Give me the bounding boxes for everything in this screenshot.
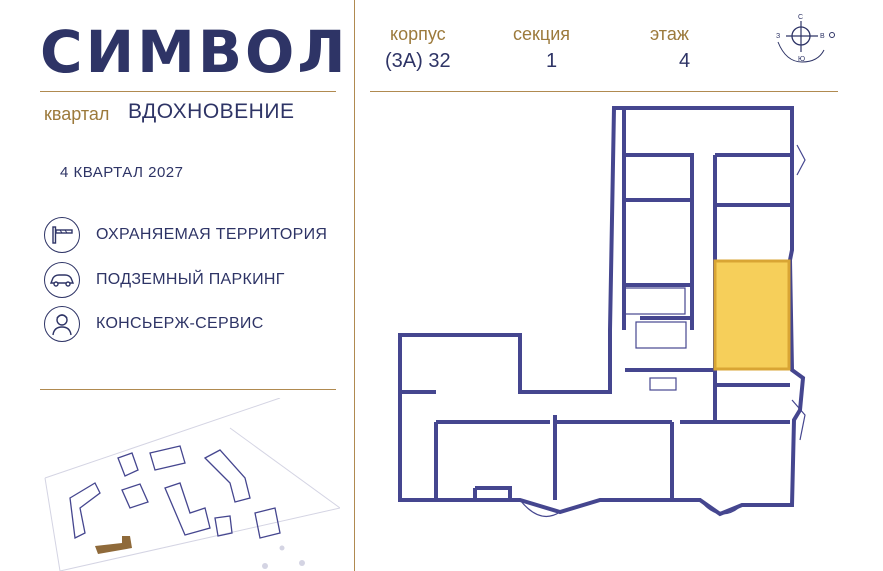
building-value: (3А) 32 bbox=[385, 50, 451, 72]
building-label: корпус bbox=[390, 24, 446, 44]
site-map bbox=[44, 398, 340, 571]
barrier-icon bbox=[44, 217, 80, 253]
current-building-marker bbox=[95, 536, 132, 554]
quarter-name: ВДОХНОВЕНИЕ bbox=[128, 100, 295, 123]
feature-label: КОНСЬЕРЖ-СЕРВИС bbox=[96, 315, 264, 332]
compass-south: Ю bbox=[798, 56, 805, 63]
feature-concierge: КОНСЬЕРЖ-СЕРВИС bbox=[44, 306, 264, 342]
feature-label: ПОДЗЕМНЫЙ ПАРКИНГ bbox=[96, 271, 285, 288]
section-label: секция bbox=[513, 24, 570, 44]
divider-left-top bbox=[40, 91, 336, 92]
divider-left-bottom bbox=[40, 389, 336, 390]
car-icon bbox=[44, 262, 80, 298]
floor-plan bbox=[398, 106, 806, 518]
divider-header bbox=[370, 91, 838, 92]
feature-label: ОХРАНЯЕМАЯ ТЕРРИТОРИЯ bbox=[96, 226, 328, 243]
completion-date: 4 КВАРТАЛ 2027 bbox=[60, 164, 184, 181]
feature-parking: ПОДЗЕМНЫЙ ПАРКИНГ bbox=[44, 262, 285, 298]
floor-label: этаж bbox=[650, 24, 689, 44]
section-value: 1 bbox=[546, 50, 558, 72]
compass-north: С bbox=[798, 14, 803, 21]
concierge-icon bbox=[44, 306, 80, 342]
selected-apartment[interactable] bbox=[713, 259, 791, 371]
divider-vertical bbox=[354, 0, 355, 571]
quarter-label: квартал bbox=[44, 104, 110, 124]
compass-west: З bbox=[776, 33, 780, 40]
compass-icon: С Ю З В bbox=[776, 14, 835, 63]
feature-security: ОХРАНЯЕМАЯ ТЕРРИТОРИЯ bbox=[44, 217, 327, 253]
logo: СИМВОЛ bbox=[40, 18, 349, 86]
floor-value: 4 bbox=[679, 50, 691, 72]
compass-east: В bbox=[820, 33, 825, 40]
